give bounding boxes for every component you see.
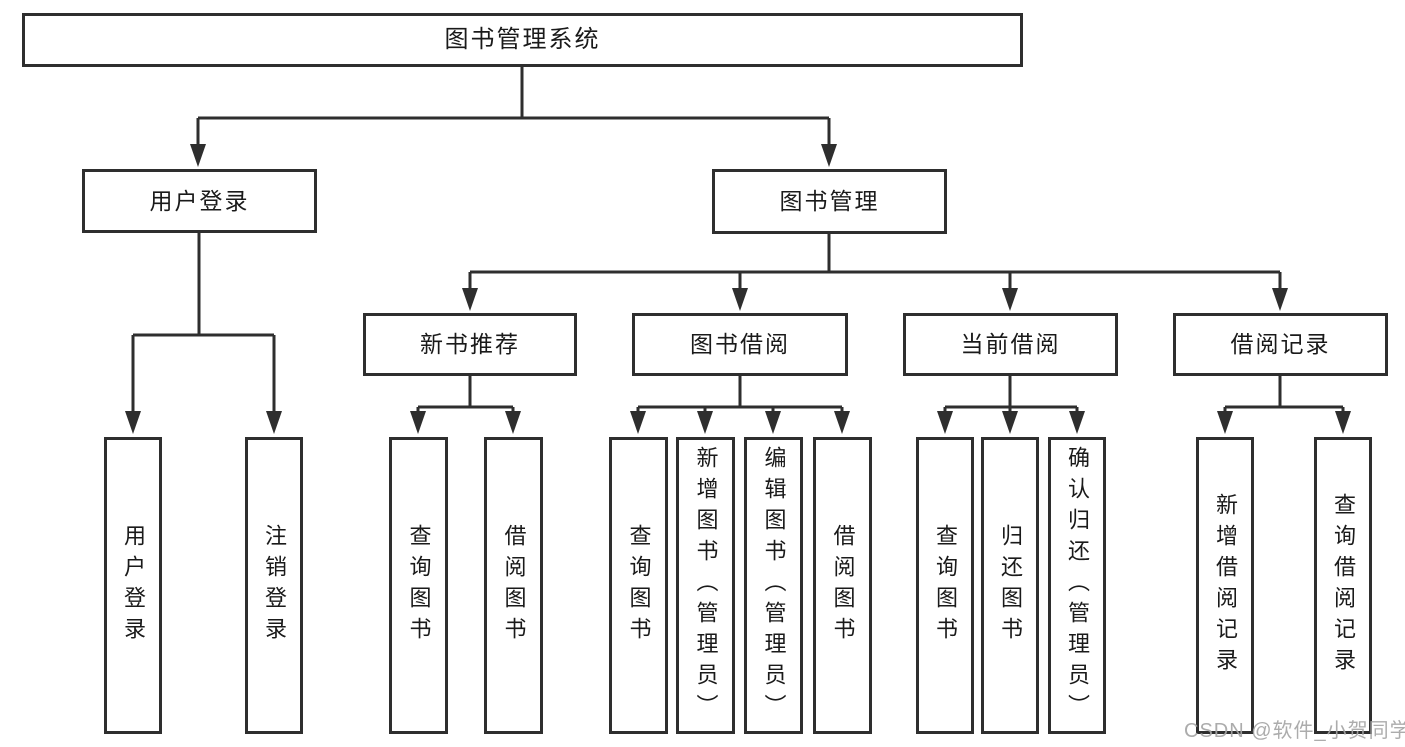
arrowhead [937, 411, 953, 434]
leaf-return-books-label: 归还图书 [998, 523, 1023, 648]
node-book-management: 图书管理 [712, 169, 947, 234]
node-new-book-recommend-label: 新书推荐 [420, 331, 520, 357]
arrowhead [505, 411, 521, 434]
leaf-recommend-borrow-books: 借阅图书 [484, 437, 543, 734]
arrowhead [125, 411, 141, 434]
leaf-recommend-borrow-books-label: 借阅图书 [501, 523, 527, 648]
csdn-watermark: CSDN @软件_小贺同学 [1184, 720, 1405, 742]
leaf-add-borrow-record-label: 新增借阅记录 [1213, 492, 1238, 679]
leaf-logout-label: 注销登录 [262, 523, 287, 648]
arrowhead [266, 411, 282, 434]
node-book-borrow-label: 图书借阅 [690, 331, 790, 357]
leaf-recommend-query-books-label: 查询图书 [406, 523, 432, 648]
leaf-borrow-books-label: 借阅图书 [830, 523, 856, 648]
node-book-management-label: 图书管理 [779, 188, 880, 214]
leaf-user-login: 用户登录 [104, 437, 162, 734]
arrowhead [410, 411, 426, 434]
node-book-borrow: 图书借阅 [632, 313, 848, 376]
arrowhead [1335, 411, 1351, 434]
leaf-recommend-query-books: 查询图书 [389, 437, 448, 734]
leaf-borrow-query-books: 查询图书 [609, 437, 668, 734]
arrowhead [834, 411, 850, 434]
node-new-book-recommend: 新书推荐 [363, 313, 577, 376]
leaf-query-borrow-record-label: 查询借阅记录 [1331, 492, 1356, 679]
node-library-system: 图书管理系统 [22, 13, 1023, 67]
node-user-login: 用户登录 [82, 169, 317, 233]
arrowhead [1002, 411, 1018, 434]
leaf-current-query-books-label: 查询图书 [933, 523, 958, 648]
leaf-add-borrow-record: 新增借阅记录 [1196, 437, 1254, 734]
leaf-add-books-admin-label: 新增图书（管理员） [693, 446, 719, 725]
node-borrow-records: 借阅记录 [1173, 313, 1388, 376]
node-current-borrow: 当前借阅 [903, 313, 1118, 376]
arrowhead [765, 411, 781, 434]
leaf-add-books-admin: 新增图书（管理员） [676, 437, 735, 734]
arrowhead [1069, 411, 1085, 434]
leaf-return-books: 归还图书 [981, 437, 1039, 734]
leaf-borrow-query-books-label: 查询图书 [626, 523, 652, 648]
arrowhead [1217, 411, 1233, 434]
leaf-query-borrow-record: 查询借阅记录 [1314, 437, 1372, 734]
arrowhead [732, 288, 748, 311]
leaf-borrow-books: 借阅图书 [813, 437, 872, 734]
leaf-current-query-books: 查询图书 [916, 437, 974, 734]
arrowhead [1272, 288, 1288, 311]
arrowhead [630, 411, 646, 434]
arrowhead [1002, 288, 1018, 311]
leaf-edit-books-admin: 编辑图书（管理员） [744, 437, 803, 734]
node-borrow-records-label: 借阅记录 [1230, 331, 1331, 357]
arrowhead [821, 144, 837, 167]
leaf-user-login-label: 用户登录 [121, 523, 146, 648]
leaf-edit-books-admin-label: 编辑图书（管理员） [761, 446, 787, 725]
leaf-logout: 注销登录 [245, 437, 303, 734]
arrowhead [462, 288, 478, 311]
node-current-borrow-label: 当前借阅 [960, 331, 1061, 357]
leaf-confirm-return-admin: 确认归还（管理员） [1048, 437, 1106, 734]
arrowhead [697, 411, 713, 434]
leaf-confirm-return-admin-label: 确认归还（管理员） [1065, 446, 1090, 725]
node-user-login-label: 用户登录 [149, 187, 250, 214]
arrowhead [190, 144, 206, 167]
node-library-system-label: 图书管理系统 [444, 26, 601, 53]
